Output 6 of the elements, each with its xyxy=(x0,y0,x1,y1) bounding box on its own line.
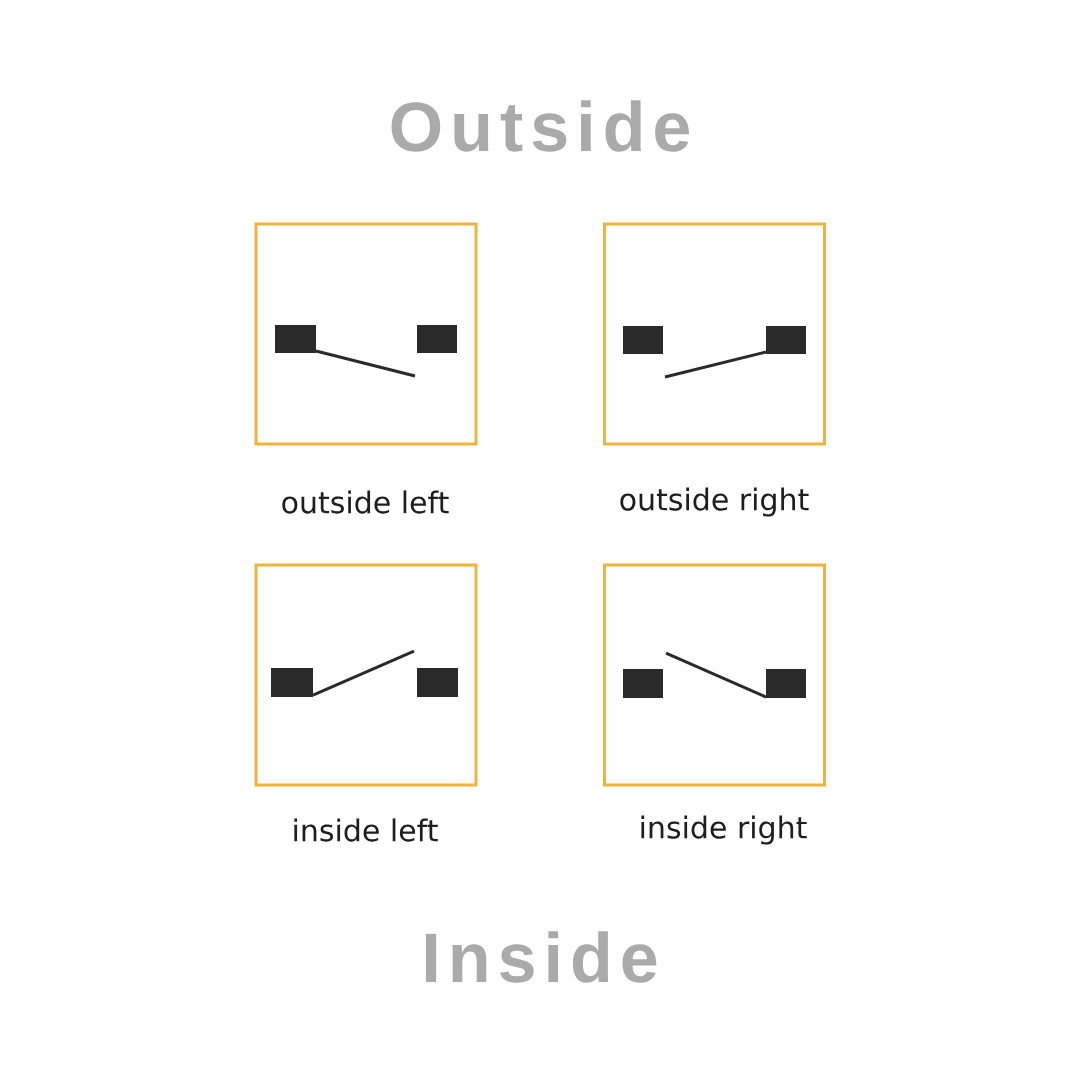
node-label: outside left xyxy=(282,490,449,514)
node-label: inside left xyxy=(294,818,438,842)
node-label: outside right xyxy=(620,487,809,517)
node-label: inside right xyxy=(641,815,807,845)
side-heading: Inside xyxy=(426,931,657,983)
side-heading: Outside xyxy=(391,100,689,152)
